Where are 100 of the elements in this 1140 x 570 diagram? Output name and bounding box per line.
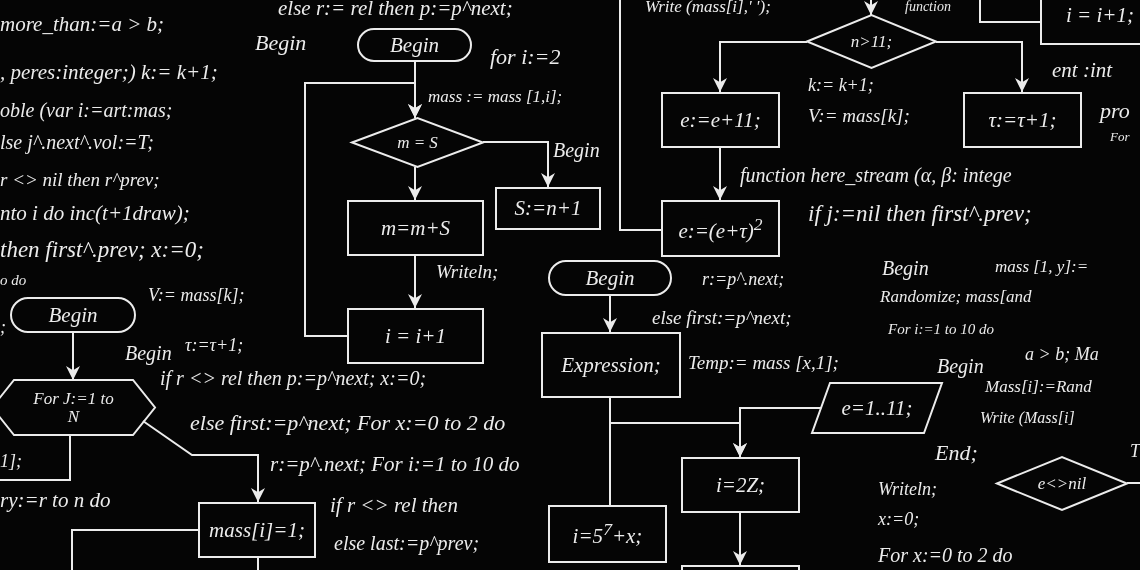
code-text: oble (var i:=art:mas; <box>0 100 173 120</box>
code-text: Begin <box>937 356 984 376</box>
code-text: nto i do inc(t+1draw); <box>0 203 190 224</box>
code-text: for i:=2 <box>490 46 561 68</box>
code-text: if j:=nil then first^.prev; <box>808 202 1032 225</box>
node-label: e<>nil <box>1037 474 1087 493</box>
process-box <box>347 200 484 256</box>
code-text: r:=p^.next; For i:=1 to 10 do <box>270 454 520 475</box>
code-text: Begin <box>125 343 172 363</box>
node-label: Expression; <box>561 353 661 376</box>
code-text: then first^.prev; x:=0; <box>0 238 204 261</box>
code-text: more_than:=a > b; <box>0 14 165 35</box>
process-box <box>681 457 800 513</box>
connector-line <box>619 0 662 231</box>
code-text: For i:=1 to 10 do <box>888 322 994 337</box>
code-text: Begin <box>255 32 307 54</box>
arrow <box>935 41 1029 93</box>
connector-line <box>71 529 199 570</box>
code-text: Write (mass[i],' '); <box>645 0 771 15</box>
connector-line <box>979 0 1041 23</box>
connector-line <box>0 434 71 481</box>
code-text: Begin <box>553 140 600 160</box>
decision-diamond <box>997 457 1127 510</box>
loop-hexagon <box>0 380 155 435</box>
code-text: 1]; <box>0 452 22 470</box>
code-text: ; <box>0 318 6 336</box>
terminal-pill <box>357 28 472 62</box>
code-text: function <box>905 0 951 14</box>
code-text: else first:=p^next; For x:=0 to 2 do <box>190 412 506 434</box>
arrow <box>713 41 808 93</box>
node-label: For J:=1 to N <box>32 389 115 426</box>
code-text: x:=0; <box>878 510 920 528</box>
code-text: Writeln; <box>878 480 937 498</box>
code-text: function here_stream (α, β: intege <box>740 165 1012 185</box>
arrow <box>304 82 422 337</box>
code-text: r:=p^.next; <box>702 270 785 288</box>
process-box <box>661 200 780 257</box>
code-text: Write (Mass[i] <box>980 410 1075 426</box>
node-label: Begin <box>585 266 635 289</box>
arrow <box>482 141 555 188</box>
process-box <box>198 502 316 558</box>
code-text: if r <> rel then <box>330 495 458 516</box>
code-text: mass [1, y]:= <box>995 258 1089 275</box>
terminal-pill <box>548 260 672 296</box>
node-label: i=5$^{7}$+x; <box>572 520 643 548</box>
code-text: o do <box>0 273 27 288</box>
code-text: Temp:= mass [x,1]; <box>688 353 839 372</box>
process-box <box>495 187 601 230</box>
code-text: ent :int <box>1052 60 1113 81</box>
connector-line <box>257 557 259 570</box>
node-label: m = S <box>397 133 438 152</box>
connector-line <box>1126 482 1140 484</box>
node-label: i=2Z; <box>715 473 766 496</box>
node-label: S:=n+1 <box>514 197 582 220</box>
code-text: if r <> rel then p:=p^next; x:=0; <box>160 368 427 388</box>
node-label: m=m+S <box>380 216 451 239</box>
process-box <box>548 505 667 563</box>
code-text: , peres:integer;) k:= k+1; <box>0 62 218 83</box>
code-text: Writeln; <box>436 262 499 281</box>
code-text: Randomize; mass[and <box>880 288 1032 305</box>
process-box <box>541 332 681 398</box>
arrow <box>408 255 422 309</box>
node-label: Begin <box>390 33 439 56</box>
code-text: For <box>1110 130 1130 143</box>
process-box <box>347 308 484 364</box>
code-text: Mass[i]:=Rand <box>985 378 1092 395</box>
code-text: else last:=p^prev; <box>334 533 480 553</box>
node-label: n>11; <box>850 32 893 51</box>
code-text: else first:=p^next; <box>652 308 792 327</box>
code-text: r <> nil then r^prev; <box>0 170 160 189</box>
code-text: End; <box>935 442 978 464</box>
code-text: Begin <box>882 258 929 278</box>
node-label: e=1..11; <box>841 396 913 419</box>
node-label: i = i+1; <box>1066 4 1134 27</box>
arrow <box>733 512 747 566</box>
arrow <box>408 166 422 201</box>
terminal-pill <box>10 297 136 333</box>
code-text: k:= k+1; <box>808 76 874 94</box>
code-text: V:= mass[k]; <box>148 286 245 304</box>
node-label: mass[i]=1; <box>209 518 305 541</box>
process-box <box>963 92 1082 148</box>
arrow <box>864 0 878 16</box>
node-label: i = i+1 <box>385 324 446 347</box>
code-text: For x:=0 to 2 do <box>878 545 1013 565</box>
node-label: Begin <box>48 303 98 326</box>
node-label: e:=(e+τ)$^{2}$ <box>678 214 763 242</box>
code-text: lse j^.next^.vol:=T; <box>0 132 155 152</box>
arrow <box>603 295 617 333</box>
arrow <box>142 420 265 503</box>
arrow <box>733 407 822 458</box>
code-text: mass := mass [1,i]; <box>428 88 563 105</box>
node-label: τ:=τ+1; <box>988 108 1057 131</box>
input-parallelogram <box>812 383 942 433</box>
node-label: e:=e+11; <box>680 108 761 131</box>
code-text: pro <box>1100 100 1130 122</box>
code-text: ry:=r to n do <box>0 490 111 511</box>
decision-diamond <box>807 15 936 68</box>
code-text: V:= mass[k]; <box>808 106 910 125</box>
arrow <box>66 332 80 381</box>
arrow <box>713 147 727 201</box>
